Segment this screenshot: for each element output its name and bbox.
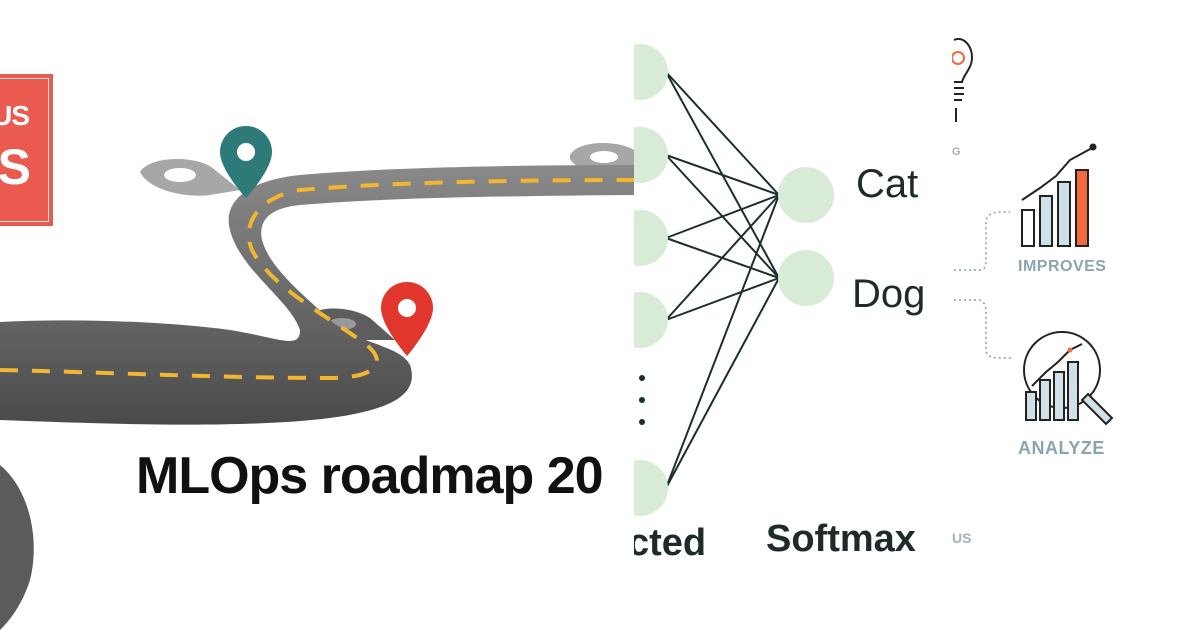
neural-network-panel: Cat Dog cted Softmax [634,0,952,630]
roadmap-illustration [0,126,634,630]
cut-label-fragment: G [952,146,961,158]
road-center-line [0,178,634,381]
layer-label-hidden: cted [634,522,707,564]
stage-label-analyze: ANALYZE [1018,438,1105,458]
roadmap-panel: US S MLOps roadmap 20 [0,74,634,630]
output-label-dog: Dog [852,272,926,316]
hidden-layer-nodes [634,44,668,516]
cut-label-fragment: US [952,530,972,546]
lightbulb-icon [952,38,974,122]
hidden-node [634,210,668,266]
hidden-node [634,292,668,348]
stage-label-improves: IMPROVES [1018,258,1107,275]
output-layer-nodes [778,167,834,306]
location-pin-icon [220,126,272,198]
logo-badge: US S [0,74,53,226]
hidden-node [634,460,668,516]
output-node [778,167,834,223]
badge-border [0,78,49,222]
road-lower [0,465,34,630]
hidden-node [634,127,668,183]
output-label-cat: Cat [856,162,919,206]
network-edges [665,71,780,489]
location-pin-icon [381,282,433,356]
ellipsis-dots [639,375,645,425]
neural-network-diagram [634,44,834,516]
road [0,165,634,425]
badge-text-bottom: S [0,139,31,195]
hidden-node [634,44,668,100]
badge-text-top: US [0,100,30,131]
cycle-panel: G IMPROVES ANALYZE US [952,0,1200,630]
bar-chart-growth-icon [1021,143,1097,247]
cycle-connectors [954,211,1012,359]
output-node [778,250,834,306]
magnifier-chart-icon [1023,331,1114,426]
roadmap-title: MLOps roadmap 20 [136,447,604,505]
cycle-illustration [952,38,1114,426]
layer-label-output: Softmax [766,518,916,560]
